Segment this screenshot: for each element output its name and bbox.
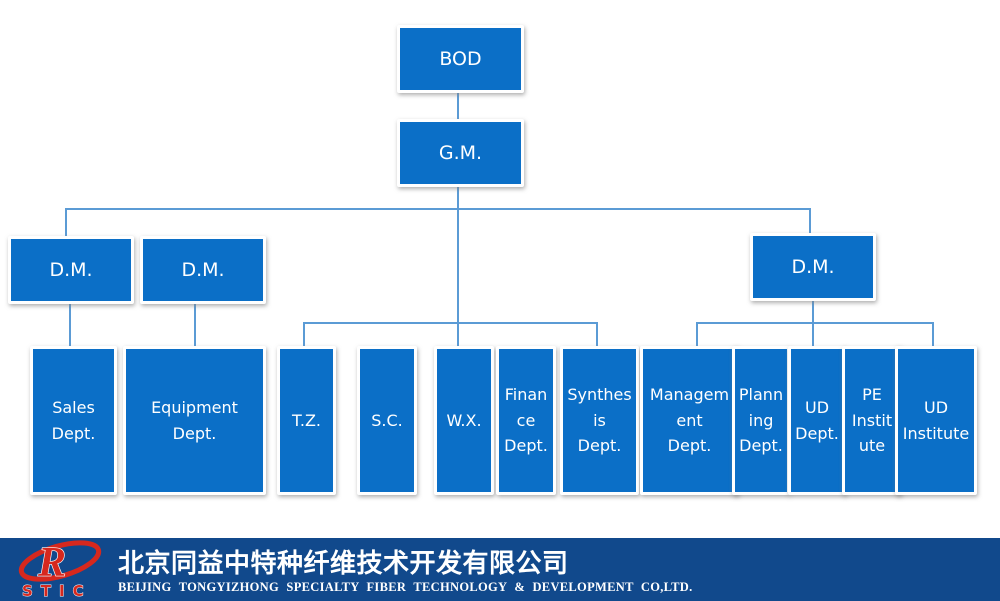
org-node-sales-label: Sales Dept.	[51, 397, 96, 443]
org-node-ud-institute-label: UD Institute	[902, 397, 970, 443]
org-node-ud-institute[interactable]: UD Institute	[895, 346, 977, 495]
org-node-planning-label: Planning Dept.	[738, 385, 784, 456]
org-node-wx[interactable]: W.X.	[434, 346, 494, 495]
connector-right-horizontal	[696, 322, 934, 324]
connector-dm1-sales	[69, 295, 71, 349]
org-node-dm-left2[interactable]: D.M.	[140, 236, 266, 304]
org-node-dm-left1-label: D.M.	[49, 258, 93, 281]
org-node-ud-dept-label: UD Dept.	[795, 397, 839, 443]
org-node-equipment[interactable]: Equipment Dept.	[123, 346, 266, 495]
org-node-management-label: Management Dept.	[649, 385, 730, 456]
logo-letter-r: R	[37, 540, 66, 586]
org-node-dm-left1[interactable]: D.M.	[8, 236, 134, 304]
connector-dm3-ud-dept	[812, 292, 814, 349]
org-node-ud-dept[interactable]: UD Dept.	[788, 346, 846, 495]
connector-to-tz	[303, 322, 305, 349]
org-node-gm-label: G.M.	[438, 141, 483, 164]
org-node-synthesis[interactable]: Synthesis Dept.	[560, 346, 639, 495]
org-node-dm-right[interactable]: D.M.	[750, 233, 876, 301]
org-node-gm[interactable]: G.M.	[397, 119, 524, 187]
connector-to-synthesis	[596, 322, 598, 349]
org-node-finance[interactable]: Finance Dept.	[496, 346, 556, 495]
org-node-management[interactable]: Management Dept.	[640, 346, 739, 495]
org-node-sc-label: S.C.	[371, 410, 403, 430]
org-node-sc[interactable]: S.C.	[357, 346, 417, 495]
connector-bod-gm	[457, 84, 459, 122]
org-node-sales[interactable]: Sales Dept.	[30, 346, 117, 495]
org-node-bod-label: BOD	[439, 47, 482, 70]
org-node-planning[interactable]: Planning Dept.	[732, 346, 790, 495]
stic-logo: R STIC	[18, 540, 102, 600]
connector-dm2-equipment	[194, 295, 196, 349]
connector-middle-horizontal	[303, 322, 598, 324]
connector-gm-center-drop	[457, 178, 459, 349]
org-node-pe-institute[interactable]: PE Institute	[842, 346, 902, 495]
footer-band	[0, 538, 1000, 601]
org-node-dm-right-label: D.M.	[791, 255, 835, 278]
connector-top-horizontal	[65, 208, 811, 210]
connector-to-ud-institute	[932, 322, 934, 349]
org-node-finance-label: Finance Dept.	[504, 385, 548, 456]
company-name-chinese: 北京同益中特种纤维技术开发有限公司	[118, 549, 569, 579]
org-node-equipment-label: Equipment Dept.	[151, 397, 238, 443]
org-node-wx-label: W.X.	[446, 410, 482, 430]
logo-swoosh-ellipse	[18, 540, 102, 582]
org-node-synthesis-label: Synthesis Dept.	[567, 385, 632, 456]
org-node-bod[interactable]: BOD	[397, 25, 524, 93]
org-node-tz-label: T.Z.	[291, 410, 321, 430]
connector-to-dm-right	[809, 208, 811, 236]
connector-to-management	[696, 322, 698, 349]
org-node-tz[interactable]: T.Z.	[277, 346, 336, 495]
company-name-english: BEIJING TONGYIZHONG SPECIALTY FIBER TECH…	[118, 580, 693, 594]
logo-subtext-stic: STIC	[22, 582, 92, 600]
org-node-pe-institute-label: PE Institute	[851, 385, 893, 456]
connector-to-dm-left1	[65, 208, 67, 239]
org-node-dm-left2-label: D.M.	[181, 258, 225, 281]
